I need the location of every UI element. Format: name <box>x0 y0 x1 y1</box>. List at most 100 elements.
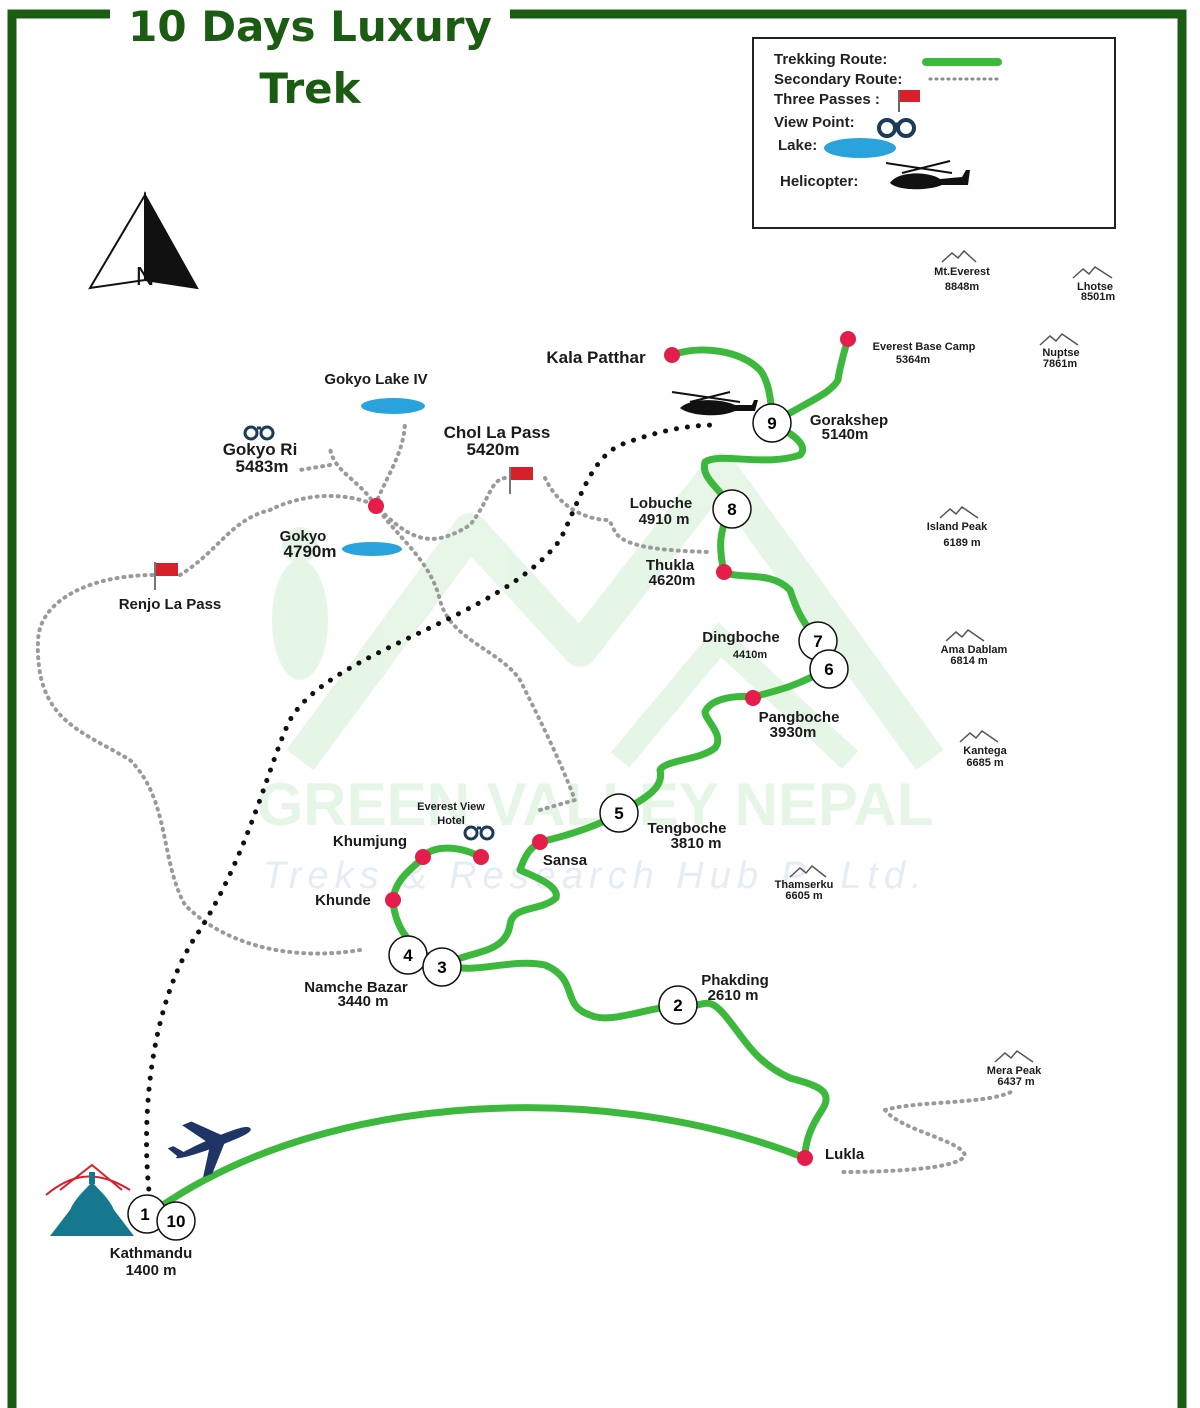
day-marker-2: 2 <box>658 985 698 1025</box>
label-kantega-alt: 6685 m <box>966 757 1004 769</box>
day-marker-9: 9 <box>752 403 792 443</box>
label-lhotse: Lhotse <box>1077 281 1113 293</box>
map-frame-right <box>503 9 1187 1408</box>
label-lhotse-alt: 8501m <box>1081 291 1115 303</box>
label-island-alt: 6189 m <box>943 537 981 549</box>
mountain-icon <box>941 249 977 263</box>
mountain-icon <box>959 730 999 743</box>
watermark-line2: Treks & Research Hub P. Ltd. <box>262 855 927 897</box>
svg-text:9: 9 <box>767 414 776 433</box>
label-renjo-la: Renjo La Pass <box>119 596 222 613</box>
pin-ebc <box>840 331 856 347</box>
pin-kala-patthar <box>664 347 680 363</box>
map-title: 10 Days Luxury Trek <box>110 2 510 114</box>
place-pins <box>368 331 856 1166</box>
legend-lake: Lake: <box>778 137 818 154</box>
stupa-icon <box>45 1163 134 1236</box>
svg-text:3: 3 <box>437 958 446 977</box>
label-phakding: Phakding <box>701 972 769 989</box>
flag-icon <box>898 90 920 112</box>
pin-khumjung <box>415 849 431 865</box>
label-thamserku: Thamserku <box>775 879 834 891</box>
label-ebc: Everest Base Camp <box>873 341 976 353</box>
binocular-icon <box>243 425 275 441</box>
label-tengboche: Tengboche <box>648 820 727 837</box>
svg-text:4: 4 <box>403 946 413 965</box>
label-everest-view: Everest View <box>417 801 485 813</box>
label-tengboche-alt: 3810 m <box>671 835 722 852</box>
watermark: GREEN VALLEY NEPAL Treks & Research Hub … <box>257 453 944 897</box>
label-thukla: Thukla <box>646 557 695 574</box>
label-island: Island Peak <box>927 521 988 533</box>
legend-trekking-route: Trekking Route: <box>774 51 888 68</box>
label-everest-view-2: Hotel <box>437 815 465 827</box>
day-marker-10: 10 <box>156 1201 196 1241</box>
helicopter-route <box>144 422 718 1203</box>
flag-icon <box>509 467 533 494</box>
day-marker-8: 8 <box>712 489 752 529</box>
legend-helicopter: Helicopter: <box>780 173 859 190</box>
label-khunde: Khunde <box>315 892 371 909</box>
legend-secondary-route-swatch <box>928 77 1000 81</box>
label-gorakshep-alt: 5140m <box>822 426 869 443</box>
pin-sansa <box>532 834 548 850</box>
label-amadablam-alt: 6814 m <box>950 655 988 667</box>
day-marker-3: 3 <box>422 947 462 987</box>
pin-thukla <box>716 564 732 580</box>
label-dingboche: Dingboche <box>702 629 780 646</box>
label-kala-patthar: Kala Patthar <box>546 348 646 367</box>
pin-khunde <box>385 892 401 908</box>
legend-view-point: View Point: <box>774 114 855 131</box>
mountain-icon <box>939 506 979 519</box>
lake-icon <box>342 542 402 556</box>
compass-label: N <box>136 261 155 291</box>
lake-icon <box>824 138 896 158</box>
map-title-line2: Trek <box>259 64 361 113</box>
day-marker-6: 6 <box>809 649 849 689</box>
label-kantega: Kantega <box>963 745 1007 757</box>
label-ebc-alt: 5364m <box>896 354 930 366</box>
label-nuptse-alt: 7861m <box>1043 358 1077 370</box>
label-chol-la-alt: 5420m <box>467 440 520 459</box>
label-khumjung: Khumjung <box>333 833 407 850</box>
label-kathmandu-alt: 1400 m <box>126 1262 177 1279</box>
plane-icon <box>167 1121 251 1178</box>
svg-text:6: 6 <box>824 660 833 679</box>
label-gokyo: Gokyo <box>280 528 327 545</box>
label-kathmandu: Kathmandu <box>110 1245 193 1262</box>
helicopter-icon <box>671 391 758 416</box>
label-gokyo-alt: 4790m <box>284 542 337 561</box>
label-namche-alt: 3440 m <box>338 993 389 1010</box>
flag-icon <box>154 562 178 590</box>
svg-text:5: 5 <box>614 804 623 823</box>
day-marker-4: 4 <box>388 935 428 975</box>
label-pangboche-alt: 3930m <box>770 724 817 741</box>
label-thamserku-alt: 6605 m <box>785 890 823 902</box>
svg-text:1: 1 <box>140 1205 149 1224</box>
label-lobuche: Lobuche <box>630 495 693 512</box>
legend-secondary-route: Secondary Route: <box>774 71 903 88</box>
map-frame-left <box>7 9 120 1408</box>
legend-three-passes: Three Passes : <box>774 91 880 108</box>
mountain-icon <box>789 864 827 878</box>
place-labels: Kathmandu 1400 m Lukla Phakding 2610 m N… <box>110 341 976 1279</box>
svg-text:8: 8 <box>727 500 736 519</box>
svg-text:7: 7 <box>813 632 822 651</box>
peak-icons <box>789 249 1113 1063</box>
label-everest: Mt.Everest <box>934 266 990 278</box>
map-legend: Trekking Route: Secondary Route: Three P… <box>752 37 1116 229</box>
svg-text:2: 2 <box>673 996 682 1015</box>
label-everest-alt: 8848m <box>945 281 979 293</box>
day-markers: 1 10 2 4 3 5 7 6 8 9 <box>127 403 849 1241</box>
label-sansa: Sansa <box>543 852 588 869</box>
north-arrow-icon: N <box>88 191 199 291</box>
label-gorakshep: Gorakshep <box>810 412 888 429</box>
lake-icon <box>361 398 425 414</box>
label-gokyo-ri-alt: 5483m <box>236 457 289 476</box>
binocular-icon <box>877 118 916 138</box>
mountain-icon <box>1072 266 1113 279</box>
mountain-icon <box>945 629 985 642</box>
pin-lukla <box>797 1150 813 1166</box>
mountain-icon <box>994 1050 1034 1063</box>
